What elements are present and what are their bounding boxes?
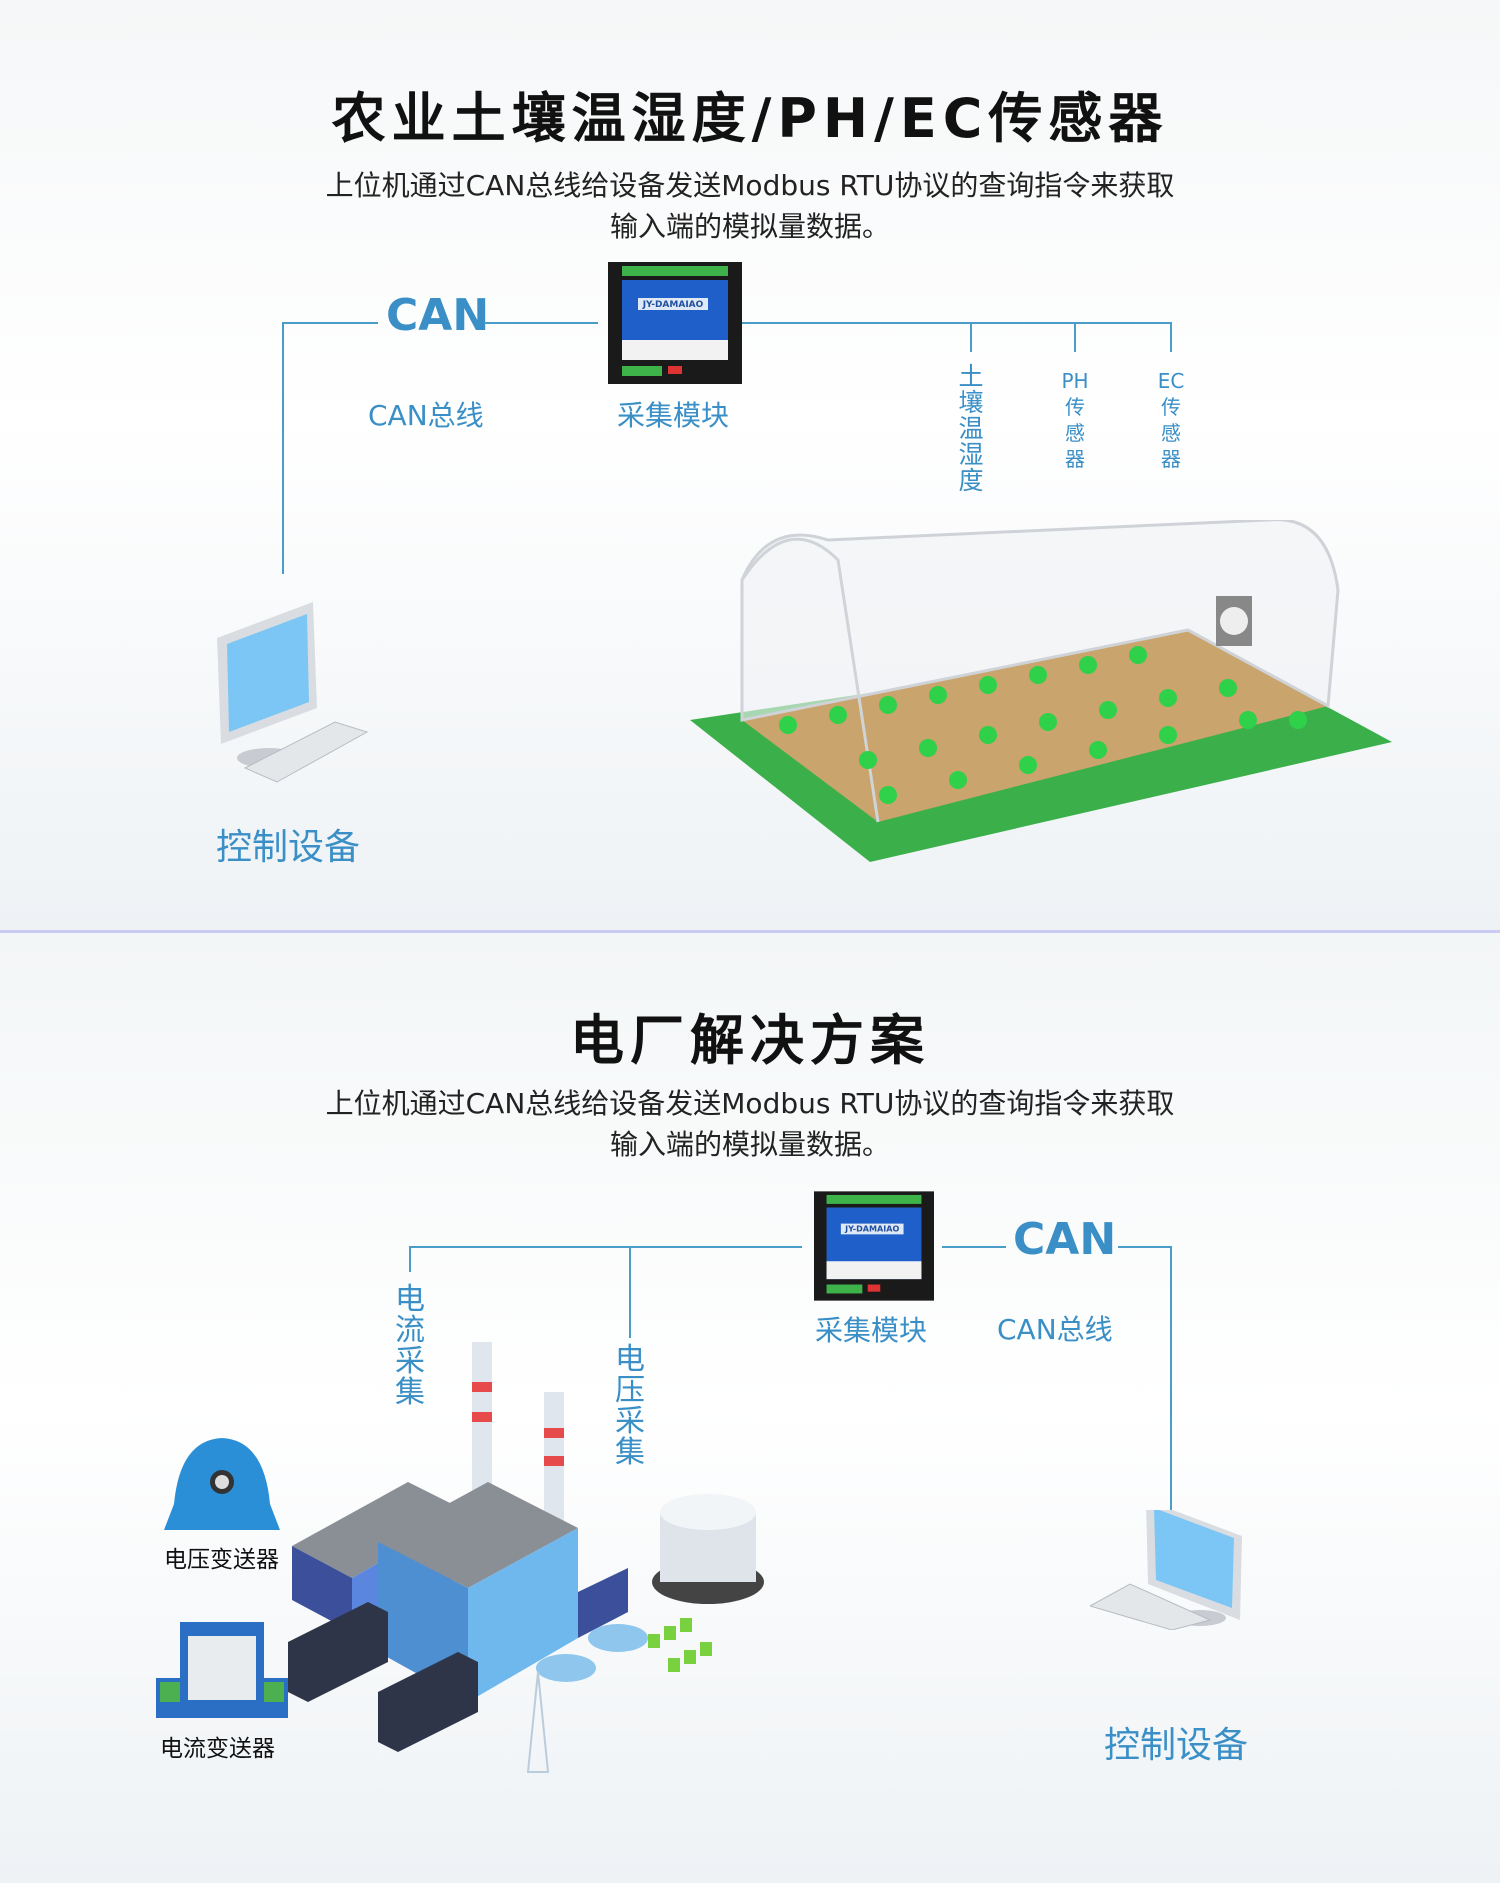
svg-text:JY-DAMAIAO: JY-DAMAIAO	[642, 300, 704, 310]
computer-icon	[205, 598, 371, 788]
module-label: 采集模块	[815, 1314, 928, 1347]
connector-line	[409, 1246, 802, 1248]
power-plant-image	[288, 1332, 768, 1776]
subtitle-line2: 输入端的模拟量数据。	[609, 1128, 890, 1161]
can-bus-label: CAN总线	[997, 1313, 1113, 1346]
can-label: CAN	[1013, 1214, 1117, 1265]
control-device-label: 控制设备	[216, 827, 361, 868]
section-divider	[0, 930, 1500, 933]
voltage-transmitter-image	[160, 1434, 284, 1530]
subtitle-line1: 上位机通过CAN总线给设备发送Modbus RTU协议的查询指令来获取	[325, 169, 1175, 202]
agri-section: 农业土壤温湿度/PH/EC传感器 上位机通过CAN总线给设备发送Modbus R…	[0, 0, 1500, 932]
connector-line	[1170, 322, 1172, 352]
svg-text:JY-DAMAIAO: JY-DAMAIAO	[844, 1225, 899, 1234]
connector-line	[1118, 1246, 1172, 1248]
subtitle-line1: 上位机通过CAN总线给设备发送Modbus RTU协议的查询指令来获取	[325, 1087, 1175, 1120]
connector-line	[740, 322, 1172, 324]
connector-line	[942, 1246, 1006, 1248]
voltage-transmitter-label: 电压变送器	[164, 1547, 279, 1573]
connector-line	[629, 1246, 631, 1338]
sensor-label-ph: PH传感器	[1061, 369, 1089, 471]
subtitle-line2: 输入端的模拟量数据。	[609, 210, 890, 243]
power-plant-section: 电厂解决方案 上位机通过CAN总线给设备发送Modbus RTU协议的查询指令来…	[0, 934, 1500, 1883]
control-device-label: 控制设备	[1104, 1725, 1249, 1766]
connector-line	[282, 322, 378, 324]
greenhouse-image	[688, 518, 1394, 864]
sensor-label-soil: 土壤温湿度	[958, 362, 984, 495]
section-title: 农业土壤温湿度/PH/EC传感器	[331, 87, 1169, 150]
connector-line	[282, 322, 284, 574]
acquisition-module-image: JY-DAMAIAO	[608, 262, 742, 384]
connector-line	[409, 1246, 411, 1272]
can-bus-label: CAN总线	[368, 399, 484, 432]
sensor-label-ec: EC传感器	[1157, 369, 1185, 471]
connector-line	[1074, 322, 1076, 352]
computer-icon	[1088, 1500, 1256, 1631]
voltage-collect-label: 电压采集	[615, 1342, 645, 1470]
current-collect-label: 电流采集	[395, 1282, 425, 1410]
connector-line	[484, 322, 598, 324]
can-label: CAN	[386, 290, 490, 341]
current-transmitter-image	[156, 1622, 288, 1718]
connector-line	[1170, 1246, 1172, 1518]
module-label: 采集模块	[617, 399, 730, 432]
section-title: 电厂解决方案	[570, 1009, 930, 1072]
acquisition-module-image: JY-DAMAIAO	[814, 1190, 934, 1302]
current-transmitter-label: 电流变送器	[160, 1736, 275, 1762]
connector-line	[970, 322, 972, 352]
